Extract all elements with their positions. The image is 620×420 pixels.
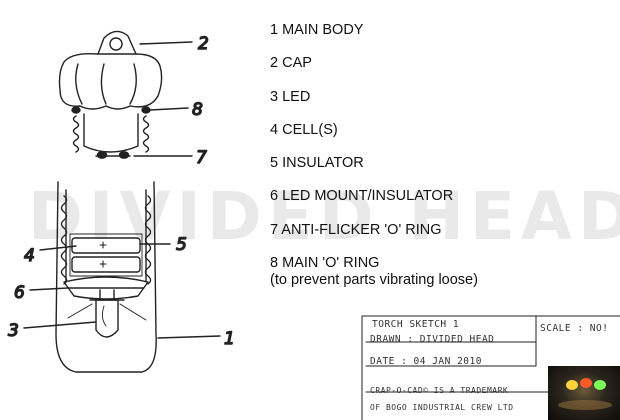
callout-1: 1	[224, 329, 235, 349]
cap-drawing	[60, 31, 162, 158]
callout-6: 6	[14, 283, 25, 303]
callout-8: 8	[192, 100, 203, 120]
reflection-icon	[558, 400, 612, 410]
green-led-icon	[594, 380, 606, 390]
main-body-drawing	[56, 182, 156, 372]
part-item: 3 LED	[270, 89, 478, 106]
yellow-led-icon	[566, 380, 578, 390]
title-block-title: TORCH SKETCH 1	[372, 319, 459, 330]
title-block-date: DATE : 04 JAN 2010	[370, 356, 482, 367]
callout-5: 5	[176, 235, 187, 255]
part-item: 8 MAIN 'O' RING	[270, 255, 478, 272]
callout-4: 4	[24, 246, 35, 266]
callout-3: 3	[8, 321, 19, 341]
part-item: 4 CELL(S)	[270, 122, 478, 139]
title-block-scale: SCALE : NO!	[540, 323, 608, 334]
title-block-trademark-2: OF BOGO INDUSTRIAL CREW LTD	[370, 403, 514, 412]
part-item: 7 ANTI-FLICKER 'O' RING	[270, 222, 478, 239]
parts-list: 1 MAIN BODY 2 CAP 3 LED 4 CELL(S) 5 INSU…	[270, 22, 478, 288]
callout-2: 2	[198, 34, 209, 54]
red-led-icon	[580, 378, 592, 388]
part-item: 1 MAIN BODY	[270, 22, 478, 39]
parts-note: (to prevent parts vibrating loose)	[270, 272, 478, 289]
callout-7: 7	[196, 148, 207, 168]
part-item: 2 CAP	[270, 55, 478, 72]
title-block-drawn: DRAWN : DIVIDED HEAD	[370, 334, 494, 345]
part-item: 5 INSULATOR	[270, 155, 478, 172]
part-item: 6 LED MOUNT/INSULATOR	[270, 188, 478, 205]
title-block-trademark-1: CRAP-O-CAD© IS A TRADEMARK	[370, 386, 508, 395]
torch-photo	[548, 366, 620, 420]
leader-lines	[24, 42, 220, 338]
